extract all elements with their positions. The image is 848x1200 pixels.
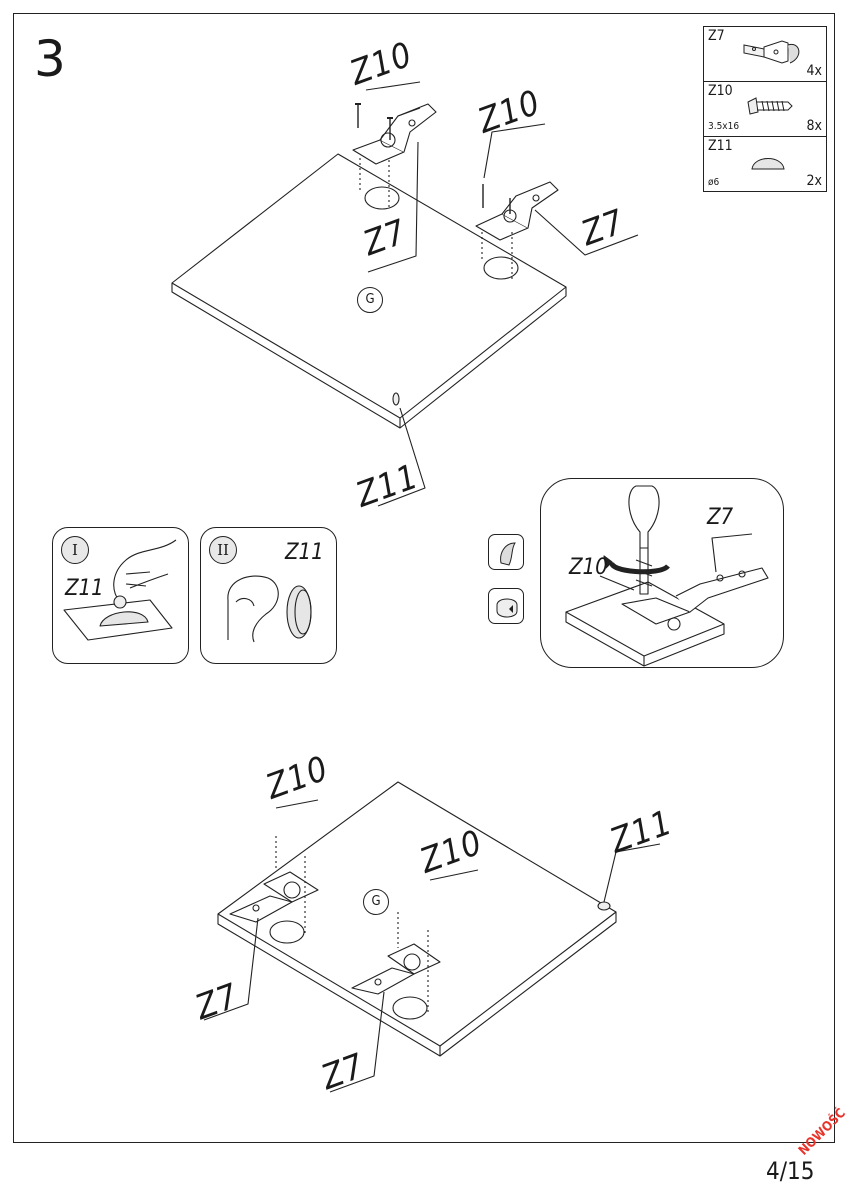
bottom-hinge-b <box>351 912 441 1012</box>
step-two-badge: II <box>209 536 237 564</box>
top-hinge-b <box>475 181 559 282</box>
screw-icon <box>747 97 793 115</box>
legend-qty: 2x <box>806 173 822 189</box>
legend-qty: 4x <box>806 63 822 79</box>
page-frame <box>13 13 835 1143</box>
detail-box-screwing: Z7 Z10 <box>540 478 784 668</box>
legend-dim: 3.5x16 <box>708 121 740 132</box>
panel-g-badge-top: G <box>357 287 383 313</box>
detail-ii-drawing <box>227 575 312 643</box>
step-one-badge: I <box>61 536 89 564</box>
step-two-label: Z11 <box>285 540 324 565</box>
bumper-pad-icon <box>751 158 785 170</box>
step-one-label: Z11 <box>65 576 104 601</box>
screw-detail-z10: Z10 <box>569 555 608 580</box>
step-number: 3 <box>34 30 66 88</box>
legend-code: Z7 <box>708 28 725 44</box>
detail-i-drawing <box>63 539 177 641</box>
screw-detail-drawing <box>565 485 769 667</box>
legend-code: Z10 <box>708 83 733 99</box>
legend-row-z11: Z11 ø6 2x <box>704 137 826 192</box>
screw-detail-z7: Z7 <box>707 505 734 530</box>
legend-row-z7: Z7 4x <box>704 27 826 82</box>
legend-code: Z11 <box>708 138 733 154</box>
parts-legend: Z7 4x Z10 3.5x16 8x Z11 ø6 <box>703 26 827 192</box>
top-panel <box>171 153 567 429</box>
bottom-panel <box>217 781 617 1057</box>
hand-tighten-icon <box>488 534 524 570</box>
bottom-hinge-a <box>229 836 319 936</box>
top-hinge-a <box>352 103 437 210</box>
panel-g-badge-bottom: G <box>363 889 389 915</box>
detail-box-step-one: I Z11 <box>52 527 189 664</box>
detail-box-step-two: II Z11 <box>200 527 337 664</box>
page-number: 4/15 <box>766 1157 815 1185</box>
hinge-icon <box>743 40 800 64</box>
legend-dim: ø6 <box>708 177 720 188</box>
rotate-icon <box>488 588 524 624</box>
legend-row-z10: Z10 3.5x16 8x <box>704 82 826 137</box>
legend-qty: 8x <box>806 118 822 134</box>
